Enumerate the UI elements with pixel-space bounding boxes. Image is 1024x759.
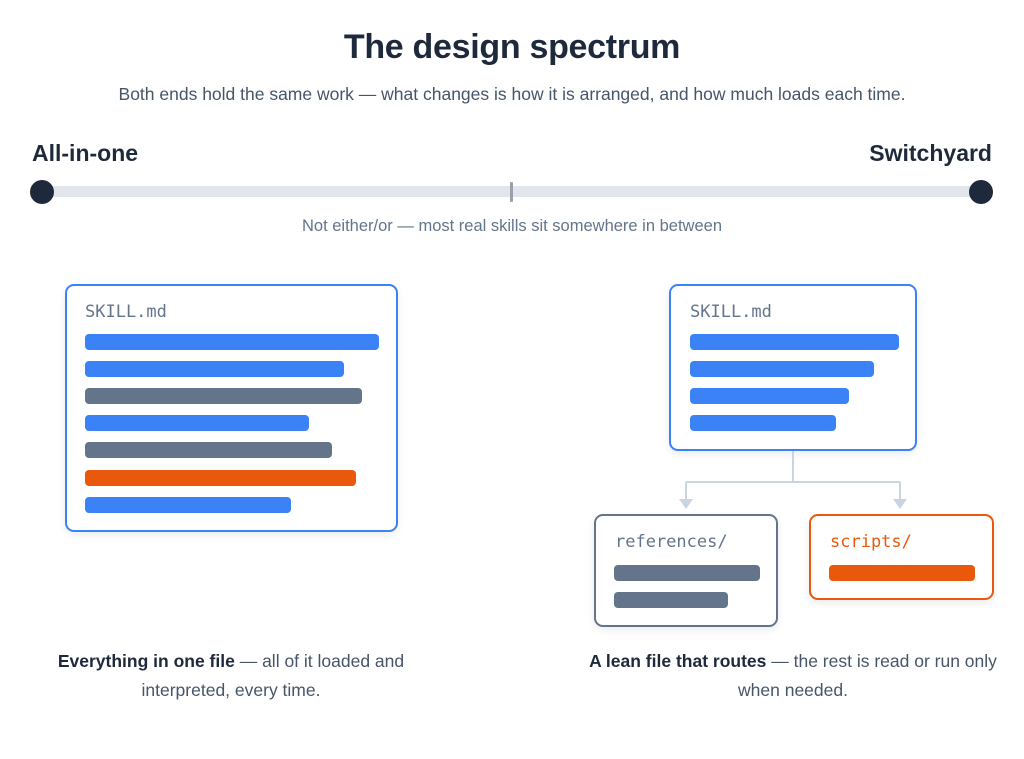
all-in-one-caption-bold: Everything in one file — [57, 651, 235, 671]
all-in-one-file-card: SKILL.md — [65, 284, 398, 532]
instruction-line — [85, 497, 291, 513]
reference-line — [85, 388, 362, 404]
spectrum-right-dot — [969, 180, 993, 204]
reference-line — [614, 565, 760, 581]
spectrum-left-label: All-in-one — [32, 140, 139, 166]
file-name: SKILL.md — [85, 302, 167, 322]
switchyard-caption-rest: — the rest is read or run only when need… — [738, 651, 997, 700]
spectrum-right-label: Switchyard — [869, 140, 992, 166]
switchyard-caption-bold: A lean file that routes — [589, 651, 767, 671]
reference-line — [85, 442, 332, 458]
page-title: The design spectrum — [343, 28, 681, 66]
script-line — [829, 565, 975, 581]
instruction-line — [690, 361, 874, 377]
instruction-line — [85, 334, 379, 350]
switchyard-caption: A lean file that routes — the rest is re… — [580, 647, 1006, 705]
instruction-line — [690, 334, 899, 350]
all-in-one-caption-rest: — all of it loaded and interpreted, ever… — [141, 651, 405, 700]
lean-skill-file-card: SKILL.md — [669, 284, 917, 451]
spectrum-left-dot — [30, 180, 54, 204]
scripts-folder-card: scripts/ — [809, 514, 994, 600]
reference-line — [614, 592, 728, 608]
file-name: SKILL.md — [690, 302, 772, 322]
references-folder-name: references/ — [615, 532, 728, 552]
arrowhead-references — [679, 499, 693, 509]
instruction-line — [690, 388, 849, 404]
references-folder-card: references/ — [594, 514, 778, 627]
spectrum-midpoint-tick — [510, 182, 513, 202]
script-line — [85, 470, 356, 486]
all-in-one-caption: Everything in one file — all of it loade… — [18, 647, 444, 705]
spectrum-caption: Not either/or — most real skills sit som… — [302, 217, 722, 235]
instruction-line — [85, 415, 309, 431]
arrowhead-scripts — [893, 499, 907, 509]
scripts-folder-name: scripts/ — [830, 532, 912, 552]
instruction-line — [690, 415, 836, 431]
instruction-line — [85, 361, 344, 377]
page-subtitle: Both ends hold the same work — what chan… — [118, 84, 906, 104]
